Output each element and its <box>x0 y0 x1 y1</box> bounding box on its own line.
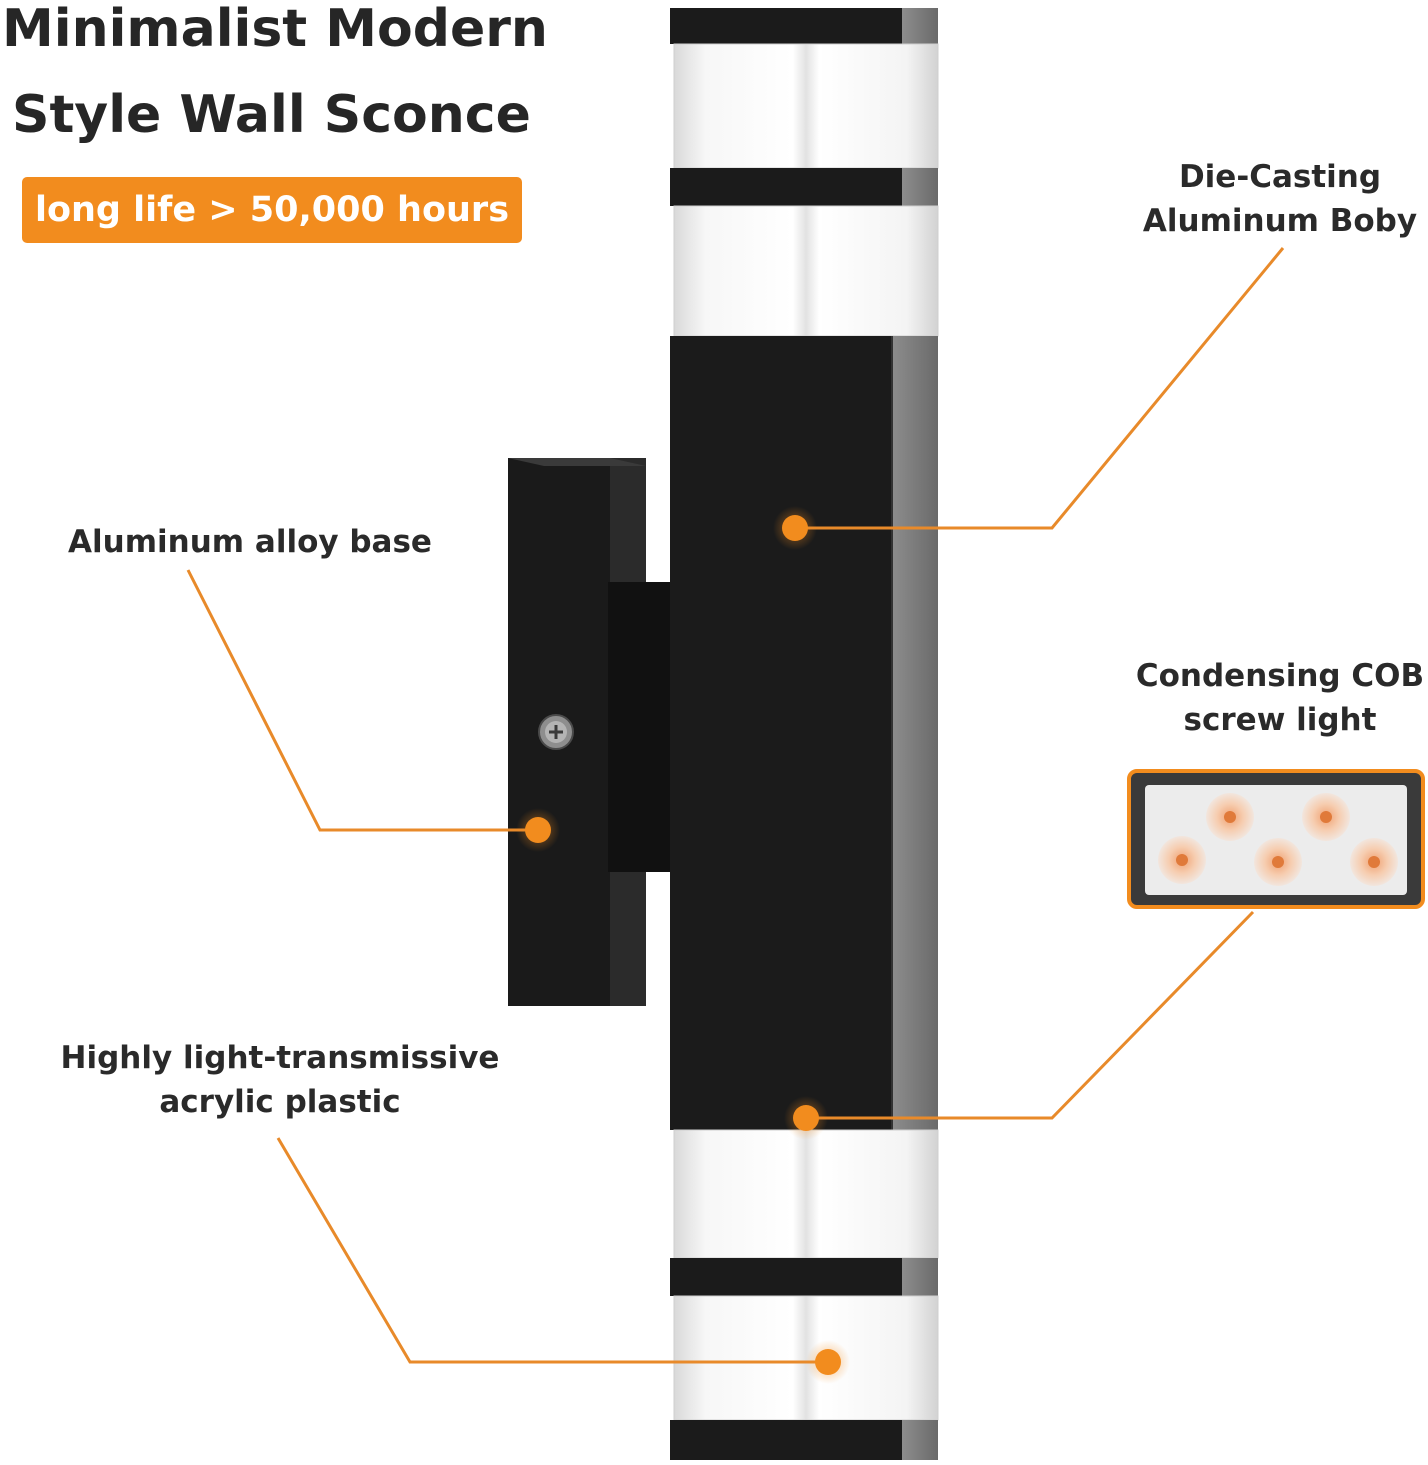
callout-base-label: Aluminum alloy base <box>50 520 450 564</box>
callout-base-line-1: Aluminum alloy base <box>68 524 432 560</box>
callout-cob-line-1: Condensing COB <box>1135 658 1425 694</box>
screw-icon <box>538 714 574 750</box>
title-line-1: Minimalist Modern <box>2 0 548 59</box>
die-casting-body <box>670 336 938 1130</box>
callout-acrylic-label: Highly light-transmissive acrylic plasti… <box>40 1036 520 1124</box>
callout-leader-lines <box>186 247 1285 1364</box>
cob-light-inset <box>1127 769 1425 909</box>
lower-light-module <box>670 1129 939 1460</box>
callout-acrylic-line-1: Highly light-transmissive <box>60 1040 500 1076</box>
leader-acrylic <box>276 1137 828 1364</box>
callout-cob-line-2: screw light <box>1183 702 1377 738</box>
callout-cob-label: Condensing COB screw light <box>1115 654 1428 742</box>
leader-base <box>186 569 538 832</box>
callout-dots <box>516 506 850 1384</box>
upper-light-module <box>670 8 939 337</box>
callout-acrylic-line-2: acrylic plastic <box>159 1084 401 1120</box>
callout-body-line-2: Aluminum Boby <box>1142 203 1418 239</box>
wall-base-plate <box>508 458 674 1006</box>
leader-cob <box>806 910 1255 1120</box>
callout-body-label: Die-Casting Aluminum Boby <box>1115 155 1428 243</box>
title-line-2: Style Wall Sconce <box>12 85 531 145</box>
lifetime-badge: long life > 50,000 hours <box>22 177 522 243</box>
led-chip-icon <box>1158 793 1398 886</box>
callout-body-line-1: Die-Casting <box>1178 159 1382 195</box>
leader-body <box>795 247 1285 530</box>
